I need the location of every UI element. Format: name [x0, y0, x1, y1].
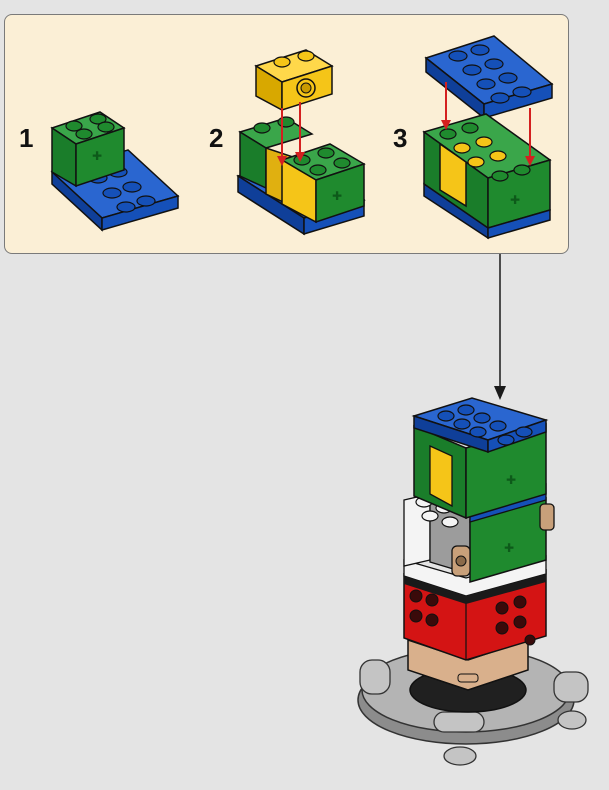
final-model: ✚ ✚ [357, 397, 589, 766]
svg-text:✚: ✚ [510, 193, 520, 207]
step-2-number: 2 [209, 123, 224, 153]
step-1-build: ✚ [50, 111, 180, 232]
svg-text:✚: ✚ [92, 149, 102, 163]
svg-text:✚: ✚ [504, 541, 514, 555]
step-3-build: ✚ [422, 35, 554, 240]
step-1-number: 1 [19, 123, 34, 153]
svg-text:✚: ✚ [506, 473, 516, 487]
step-2-build: ✚ [236, 49, 366, 236]
step-3-number: 3 [393, 123, 408, 153]
svg-text:✚: ✚ [332, 189, 342, 203]
